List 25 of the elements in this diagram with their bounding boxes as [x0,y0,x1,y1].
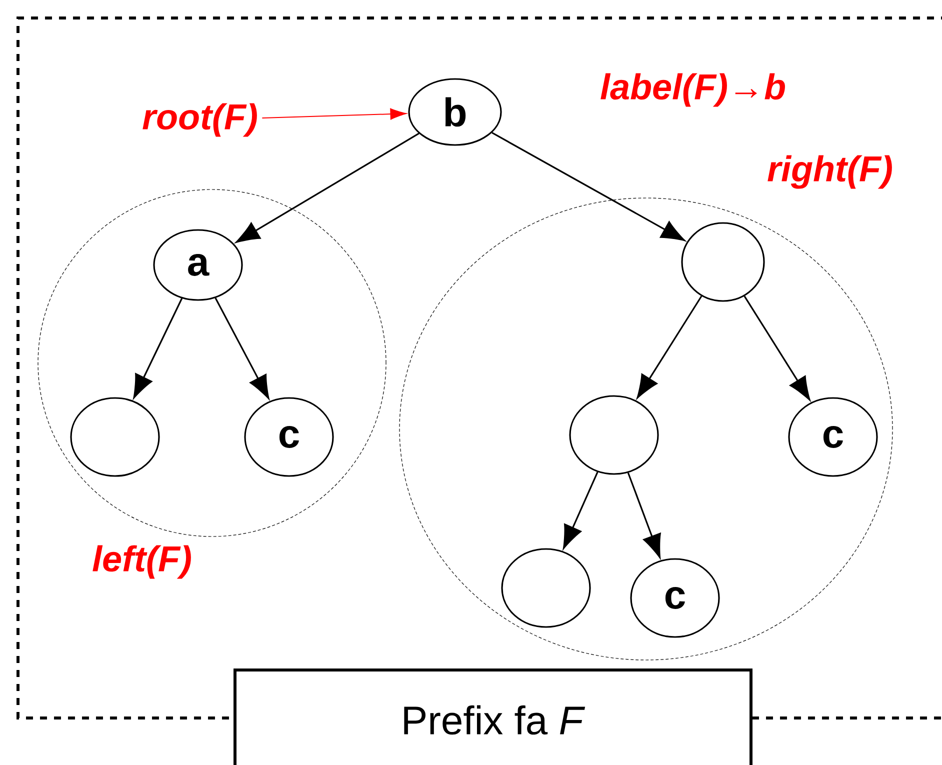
arrow [562,472,598,549]
caption-box: Prefix fa F [234,668,752,765]
pointer-label: root(F) [142,103,257,137]
group-label: right(F) [768,155,892,189]
empty-node [569,395,659,475]
tree-node: c [630,558,720,638]
empty-node [501,548,591,628]
arrow [492,132,685,242]
arrow [636,296,702,398]
empty-node [681,222,765,302]
tree-node: c [244,397,334,477]
arrow [236,132,420,243]
function-label: label(F)→b [600,73,785,107]
arrow [133,298,183,398]
dashed-circle [38,189,386,537]
empty-node [70,397,160,477]
group-label: left(F) [92,545,191,579]
tree-node: b [408,78,502,146]
arrow [214,298,270,399]
arrow [262,108,406,120]
tree-node: c [788,397,878,477]
dashed-circle [399,198,893,660]
arrow [744,296,810,400]
tree-node: a [153,229,243,301]
arrow [627,472,661,558]
